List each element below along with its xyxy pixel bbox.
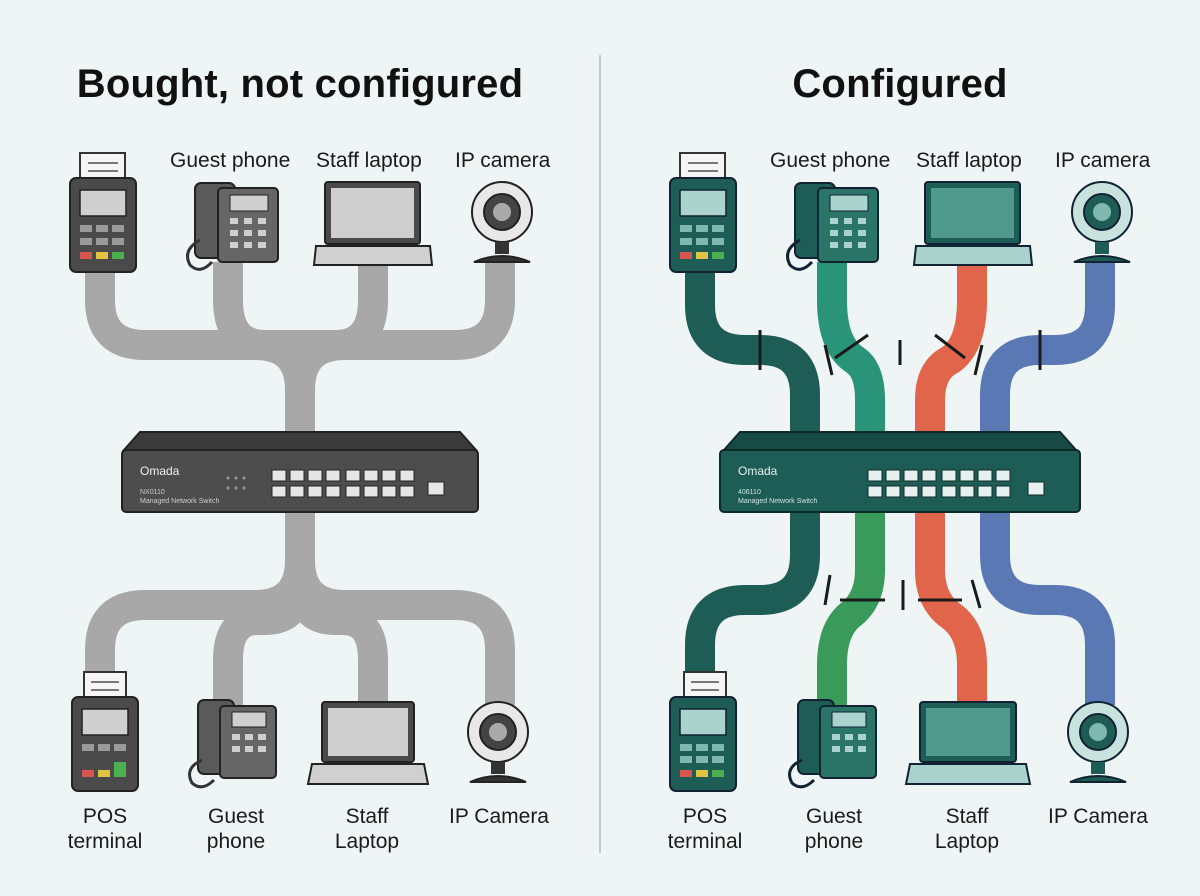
configured-panel: Configured — [600, 0, 1200, 896]
top-label-staff-laptop: Staff laptop — [316, 149, 422, 172]
desk-phone-icon — [186, 182, 279, 271]
cable-camera-bottom — [285, 559, 515, 705]
unconfigured-panel: Bought, not configured — [67, 62, 551, 853]
cable-camera-top — [285, 258, 515, 391]
pos-terminal-bottom-icon — [669, 671, 737, 792]
network-switch — [719, 431, 1081, 513]
cable-pos-vlan-top — [685, 265, 820, 440]
pos-terminal-icon — [669, 152, 737, 273]
laptop-icon — [312, 181, 434, 266]
pos-terminal-icon — [69, 152, 137, 273]
switch-brand: Omada — [140, 464, 180, 478]
ip-camera-bottom-icon — [467, 701, 529, 783]
unconfigured-network-diagram: Omada NX0110 Managed Network Switch — [69, 152, 533, 792]
laptop-bottom-icon — [904, 701, 1032, 785]
shared-cables-bottom — [85, 510, 515, 705]
switch-subtitle: Managed Network Switch — [738, 498, 817, 505]
bottom-label-ip-camera: IP Camera — [1048, 805, 1148, 828]
cable-guest-vlan-top — [817, 262, 885, 440]
panel-title: Bought, not configured — [76, 62, 524, 106]
top-label-guest-phone: Guest phone — [170, 149, 291, 172]
switch-brand: Omada — [738, 464, 778, 478]
cable-guest-vlan-bottom — [817, 510, 885, 705]
desk-phone-bottom-icon — [188, 699, 277, 789]
switch-ports — [271, 469, 445, 498]
shared-cables-top — [85, 258, 515, 440]
switch-model: 406110 — [738, 489, 761, 496]
configured-network-diagram: Omada 406110 Managed Network Switch — [669, 152, 1133, 792]
top-label-staff-laptop: Staff laptop — [916, 149, 1022, 172]
cable-staff-vlan-bottom — [915, 510, 987, 705]
panel-title: Configured — [792, 62, 1008, 106]
desk-phone-bottom-icon — [788, 699, 877, 789]
pos-terminal-bottom-icon — [71, 671, 139, 792]
bottom-label-ip-camera: IP Camera — [449, 805, 549, 828]
ip-camera-icon — [471, 181, 533, 263]
laptop-bottom-icon — [306, 701, 430, 785]
cable-camera-vlan-top — [980, 258, 1115, 440]
desk-phone-icon — [786, 182, 879, 271]
cable-guest-phone-top — [213, 262, 300, 360]
switch-subtitle: Managed Network Switch — [140, 498, 219, 505]
top-label-ip-camera: IP camera — [1055, 149, 1151, 172]
network-switch — [121, 431, 479, 513]
vlan-separators — [758, 330, 1042, 610]
cable-pos-vlan-bottom — [685, 510, 820, 705]
laptop-icon — [912, 181, 1034, 266]
panel-divider — [599, 55, 601, 853]
cable-camera-vlan-bottom — [980, 510, 1115, 705]
switch-model: NX0110 — [140, 489, 165, 496]
top-label-ip-camera: IP camera — [455, 149, 551, 172]
top-label-guest-phone: Guest phone — [770, 149, 891, 172]
ip-camera-bottom-icon — [1067, 701, 1129, 783]
ip-camera-icon — [1071, 181, 1133, 263]
cable-staff-vlan-top — [915, 262, 987, 440]
